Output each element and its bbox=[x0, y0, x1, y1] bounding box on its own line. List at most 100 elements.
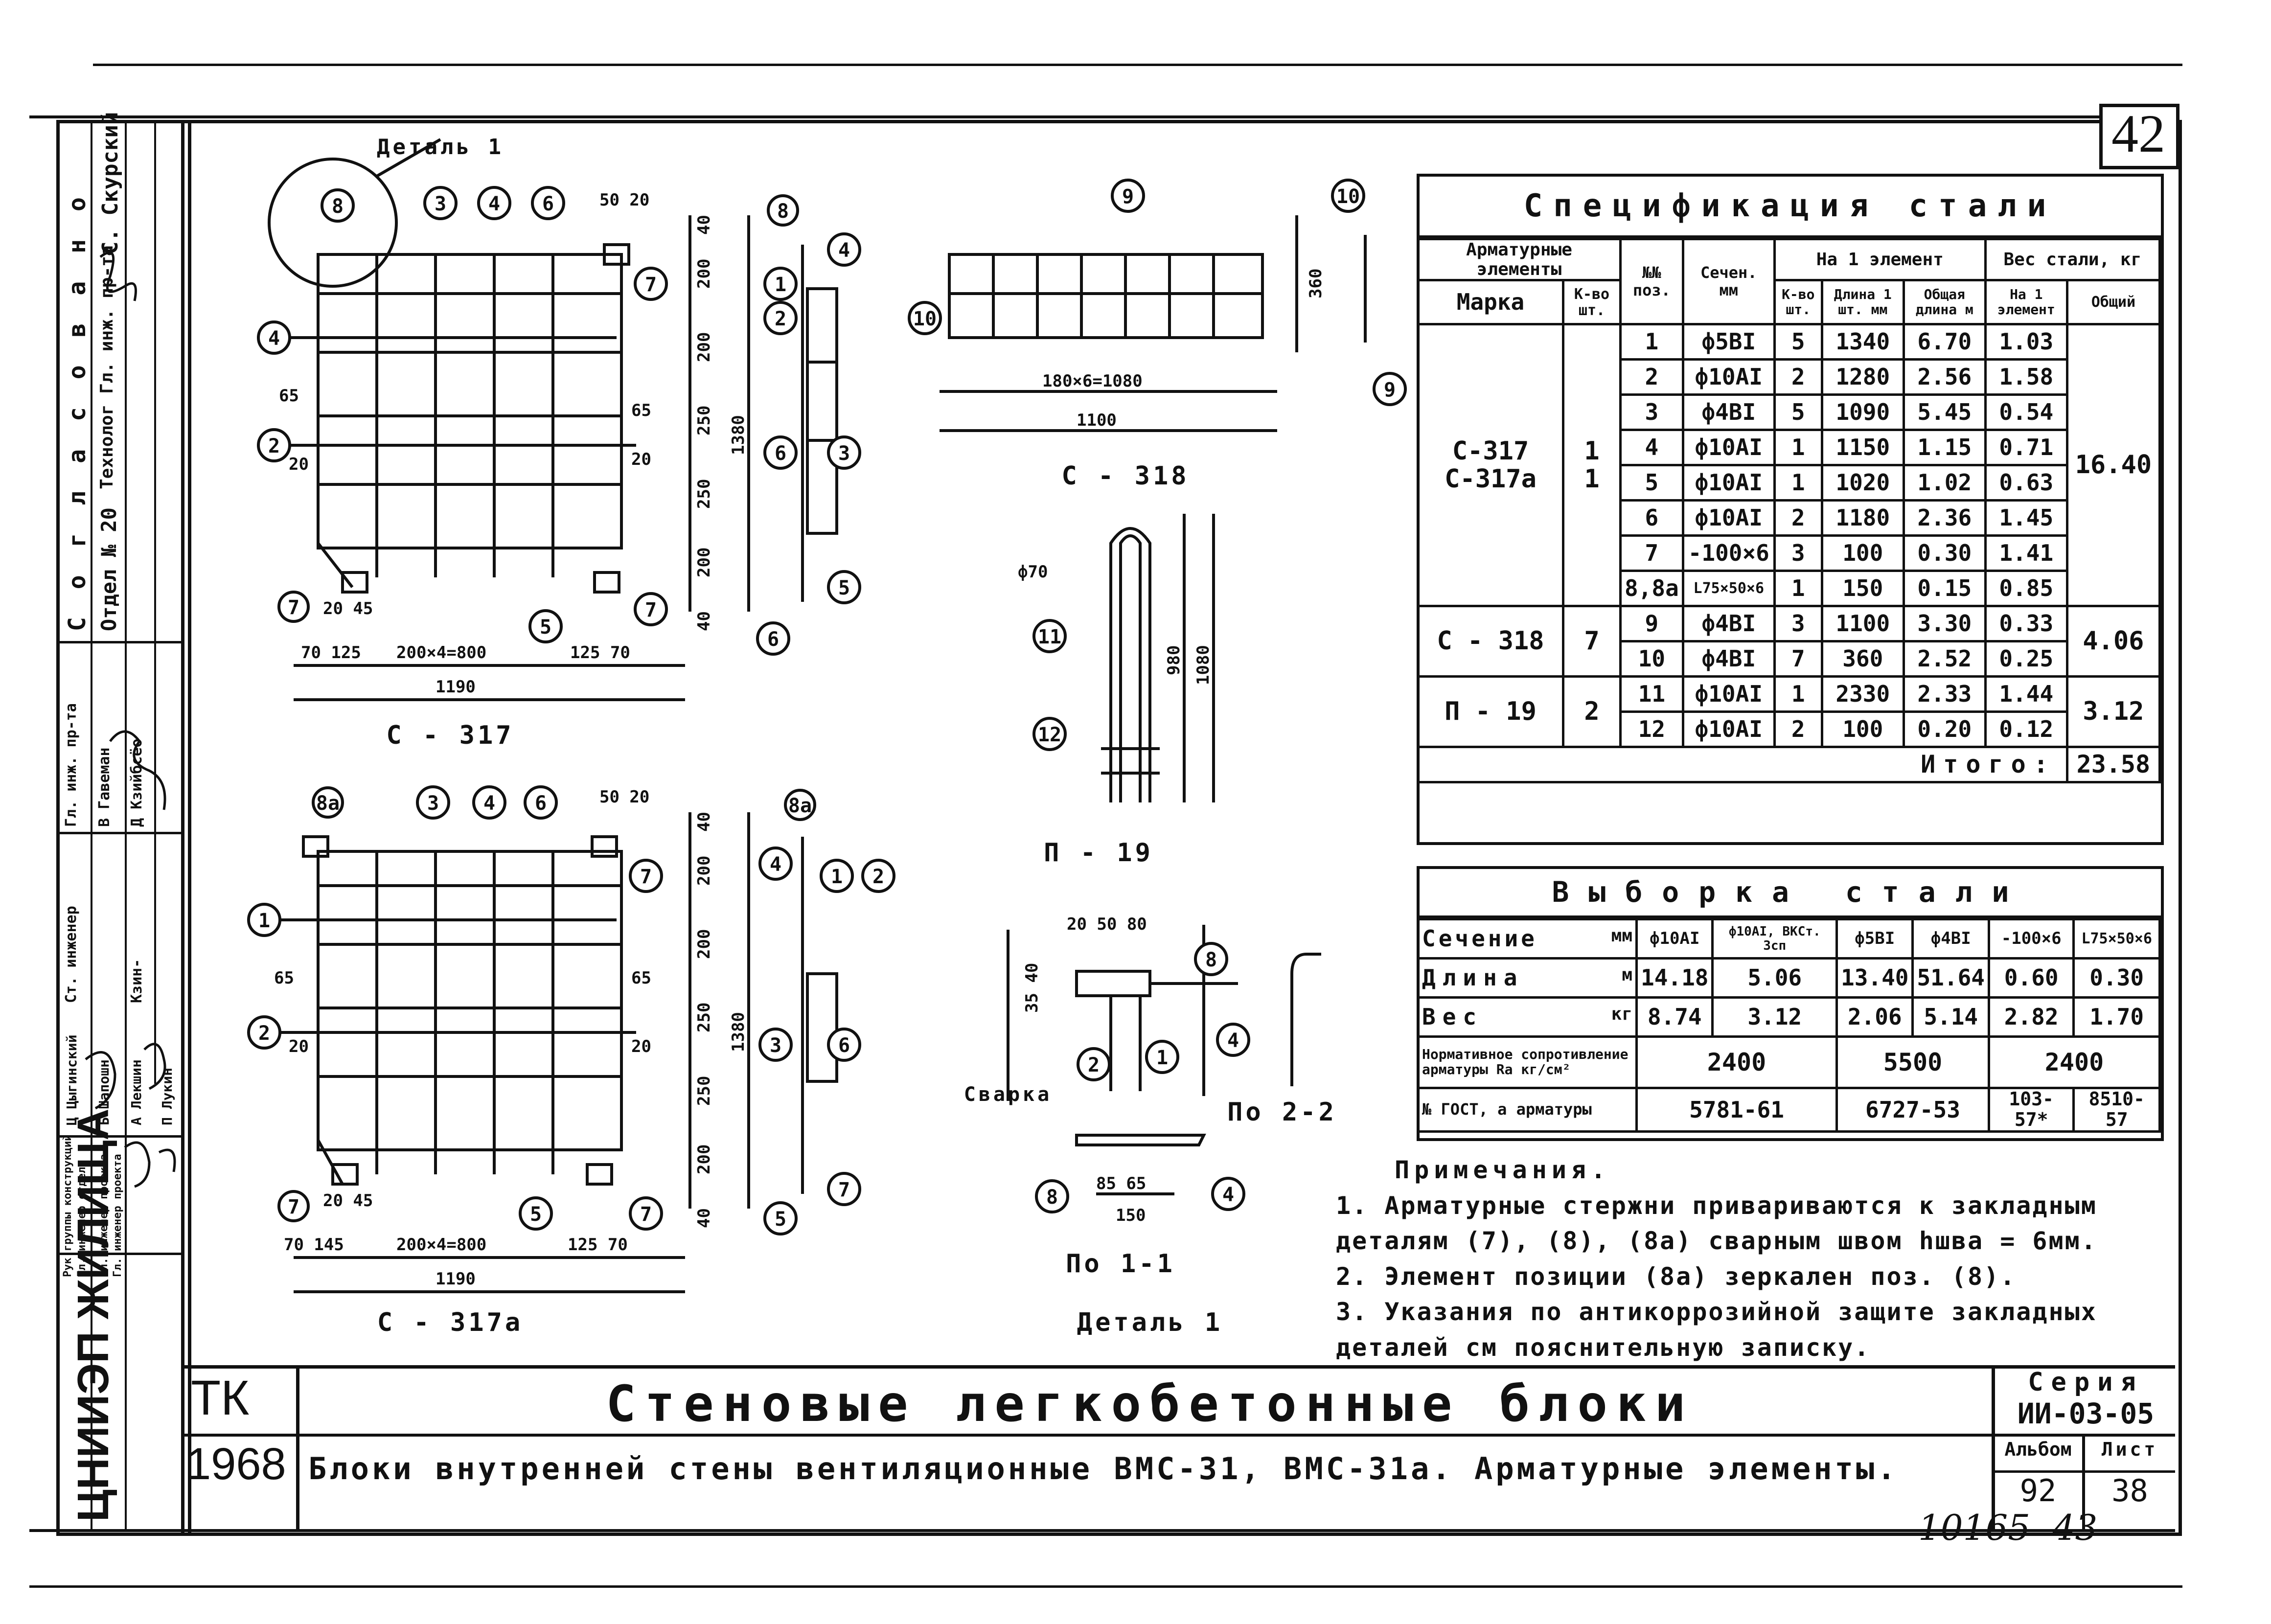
spec-h-len-one: Длина 1 шт. мм bbox=[1820, 279, 1905, 326]
detail1-mark-6: 4 bbox=[1222, 1184, 1234, 1206]
sheet-value: 38 bbox=[2111, 1473, 2148, 1509]
spec-cell: ф10АI bbox=[1681, 710, 1776, 749]
sample-norm-2: 5500 bbox=[1835, 1035, 1990, 1089]
sample-weight-text: Вес bbox=[1422, 1004, 1484, 1030]
sample-section-text: Сечение bbox=[1422, 925, 1537, 952]
sample-gost-1: 5781-61 bbox=[1635, 1087, 1838, 1133]
c317-dim-v6: 200 bbox=[694, 548, 714, 577]
c317a-dim-v5: 250 bbox=[694, 1076, 714, 1106]
c317a-dim-v6: 200 bbox=[694, 1144, 714, 1174]
c317a-mesh bbox=[274, 835, 636, 1186]
album-label: Альбом bbox=[2004, 1439, 2072, 1460]
c317-dim-top: 50 20 bbox=[599, 190, 649, 210]
spec-cell: 2.52 bbox=[1902, 640, 1987, 678]
c317a-dim-overall: 1190 bbox=[436, 1269, 476, 1289]
title-block: ТК 1968 Стеновые легкобетонные блоки Бло… bbox=[181, 1365, 2175, 1529]
c317-mark-8: 1 bbox=[775, 274, 786, 296]
c317a-title: С - 317а bbox=[377, 1308, 523, 1337]
spec-cell: ф10АI bbox=[1681, 358, 1776, 396]
spec-cell: 0.54 bbox=[1984, 393, 2068, 432]
sample-section-unit: мм bbox=[1611, 926, 1632, 946]
spec-cell: 1020 bbox=[1820, 464, 1905, 502]
spec-g1-qty: 1 1 bbox=[1562, 323, 1622, 608]
c317a-dim-2045: 20 45 bbox=[323, 1191, 373, 1211]
spec-cell: 2 bbox=[1619, 358, 1684, 396]
spec-cell: 6.70 bbox=[1902, 323, 1987, 361]
sample-col-3: ф5ВI bbox=[1835, 918, 1914, 960]
c317-mark-14: 7 bbox=[288, 596, 299, 619]
spec-h-section: Сечен. мм bbox=[1681, 237, 1776, 326]
p19-title: П - 19 bbox=[1044, 838, 1153, 868]
spec-cell: 1.02 bbox=[1902, 464, 1987, 502]
top-rule-1 bbox=[93, 64, 2182, 66]
c317a-dim-v2: 200 bbox=[694, 856, 714, 886]
c317-dim-span: 200×4=800 bbox=[396, 643, 486, 663]
spec-h-qty: К-во шт. bbox=[1562, 279, 1622, 326]
spec-cell: 2.33 bbox=[1902, 675, 1987, 713]
spec-cell: 1150 bbox=[1820, 429, 1905, 467]
c317a-mark-10: 1 bbox=[258, 910, 270, 932]
spec-cell: 5 bbox=[1773, 323, 1823, 361]
spec-group-3: П - 19 2 11 ф10АI 1 2330 2.33 1.44 3.12 … bbox=[1417, 675, 2161, 749]
notes-item-2: 2. Элемент позиции (8а) зеркален поз. (8… bbox=[1336, 1262, 2017, 1291]
spec-cell: 0.33 bbox=[1984, 605, 2068, 643]
spec-cell: 2.36 bbox=[1902, 499, 1987, 537]
spec-cell: 2 bbox=[1773, 358, 1823, 396]
spec-cell: 3 bbox=[1619, 393, 1684, 432]
sheet-frame bbox=[181, 120, 2182, 1536]
spec-h-per-one: На 1 элемент bbox=[1984, 279, 2068, 326]
spec-cell: 8,8а bbox=[1619, 570, 1684, 608]
c317a-dim-v4: 250 bbox=[694, 1003, 714, 1032]
p19-dim-1080: 1080 bbox=[1193, 645, 1213, 685]
c317-dim-left: 70 125 bbox=[301, 643, 361, 663]
sample-norm-1: 2400 bbox=[1635, 1035, 1838, 1089]
c317a-mark-16: 7 bbox=[640, 1203, 652, 1226]
c317a-mark-2: 3 bbox=[427, 792, 439, 815]
c317-detail-label: Деталь 1 bbox=[377, 135, 504, 160]
c317-dim-2045: 20 45 bbox=[323, 599, 373, 618]
c317-dim-65a: 65 bbox=[279, 386, 299, 406]
c317a-mark-11: 2 bbox=[258, 1022, 270, 1045]
stamp-signatures bbox=[85, 251, 176, 1188]
c317a-mark-7: 4 bbox=[770, 853, 781, 876]
sample-length-3: 13.40 bbox=[1835, 957, 1914, 999]
c318-mark-2: 10 bbox=[913, 308, 937, 330]
c317-dim-20a: 20 bbox=[289, 455, 309, 474]
spec-table-wrapper: Спецификация стали Арматурные элементы №… bbox=[1417, 174, 2164, 845]
spec-cell: 100 bbox=[1820, 710, 1905, 749]
detail1-weld: Сварка bbox=[964, 1083, 1053, 1106]
spec-cell: 0.85 bbox=[1984, 570, 2068, 608]
detail1-dim-top: 20 50 80 bbox=[1067, 915, 1147, 934]
spec-cell: 3 bbox=[1773, 605, 1823, 643]
spec-cell: ф5ВI bbox=[1681, 323, 1776, 361]
c317-mark-1: 8 bbox=[332, 195, 344, 218]
spec-cell: 2 bbox=[1773, 710, 1823, 749]
spec-cell: ф10АI bbox=[1681, 675, 1776, 713]
spec-cell: ф4ВI bbox=[1681, 393, 1776, 432]
sample-table: Сечение мм ф10АI ф10АI, ВКСт. 3сп ф5ВI ф… bbox=[1417, 918, 2161, 1133]
c317a-mark-17: 5 bbox=[775, 1208, 786, 1231]
spec-cell: 1 bbox=[1773, 570, 1823, 608]
spec-cell: L75×50×6 bbox=[1681, 570, 1776, 608]
notes-block: Примечания. 1. Арматурные стержни привар… bbox=[1336, 1152, 2158, 1365]
sample-weight-1: 8.74 bbox=[1635, 996, 1714, 1038]
sample-weight-2: 3.12 bbox=[1711, 996, 1838, 1038]
c317-mesh bbox=[274, 243, 636, 594]
c317-dim-v2: 200 bbox=[694, 259, 714, 289]
spec-h-len-total: Общая длина м bbox=[1902, 279, 1987, 326]
title-org: ТК bbox=[191, 1371, 250, 1425]
spec-g2-qty: 7 bbox=[1562, 605, 1622, 678]
spec-cell: 0.12 bbox=[1984, 710, 2068, 749]
c317-mark-17: 5 bbox=[838, 577, 850, 599]
detail1-mark-5: 8 bbox=[1046, 1186, 1058, 1209]
c317a-dim-v3: 200 bbox=[694, 929, 714, 959]
notes-item-1: 1. Арматурные стержни привариваются к за… bbox=[1336, 1191, 2097, 1256]
spec-cell: 5 bbox=[1619, 464, 1684, 502]
detail1-mark-1: 8 bbox=[1205, 949, 1217, 971]
spec-h-per-element: На 1 элемент bbox=[1773, 237, 1987, 282]
sample-length-label: Длина м bbox=[1417, 957, 1638, 999]
spec-cell: 3.30 bbox=[1902, 605, 1987, 643]
spec-total-label: Итого: bbox=[1417, 746, 2068, 784]
sample-gost-2: 6727-53 bbox=[1835, 1087, 1990, 1133]
spec-cell: 0.25 bbox=[1984, 640, 2068, 678]
